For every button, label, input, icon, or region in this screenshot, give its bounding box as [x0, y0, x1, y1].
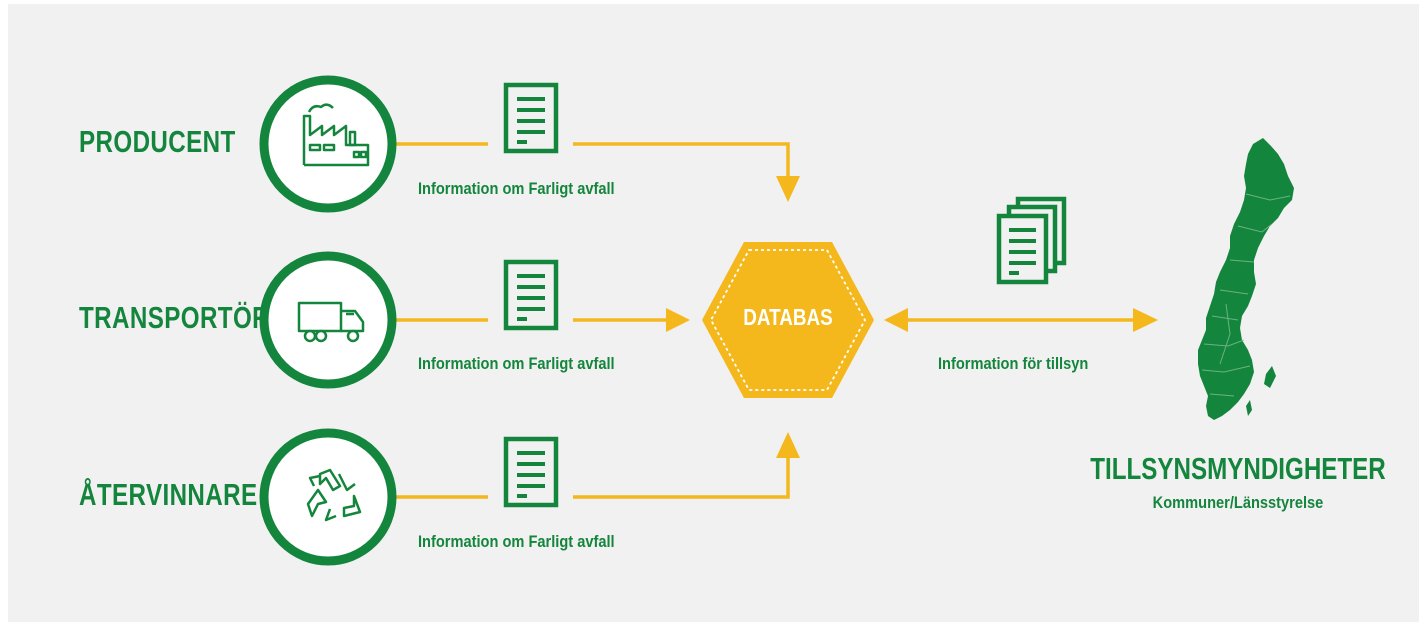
actor-label-atervinnare: ÅTERVINNARE	[79, 477, 258, 512]
exchange-label: Information för tillsyn	[938, 354, 1089, 373]
document-icon-transportor	[506, 262, 556, 328]
document-icon-producent	[506, 85, 556, 151]
diagram-canvas	[259, 75, 1294, 566]
document-stack-icon	[996, 196, 1067, 285]
document-icon-atervinnare	[506, 439, 556, 505]
recycle-icon	[306, 468, 362, 522]
connector-atervinnare-right	[573, 458, 790, 499]
document-icons	[506, 85, 556, 505]
actor-label-transportor: TRANSPORTÖR	[79, 300, 271, 335]
database-hexagon	[702, 242, 874, 398]
arrowhead-left	[884, 308, 908, 332]
transportor-circle	[259, 251, 397, 389]
arrowhead-right	[666, 308, 690, 332]
info-label-producent: Information om Farligt avfall	[418, 179, 615, 198]
info-label-transportor: Information om Farligt avfall	[418, 354, 615, 373]
authority-title: TILLSYNSMYNDIGHETER	[1090, 451, 1386, 486]
flow-diagram: PRODUCENT TRANSPORTÖR ÅTERVINNARE Inform…	[8, 4, 1419, 622]
arrowheads	[666, 176, 1158, 458]
factory-icon	[302, 103, 370, 167]
authority-subtitle: Kommuner/Länsstyrelse	[1152, 493, 1324, 512]
info-label-atervinnare: Information om Farligt avfall	[418, 532, 615, 551]
connector-producent-right	[573, 142, 790, 176]
actor-circles	[259, 75, 397, 566]
sweden-map-icon	[1198, 138, 1294, 420]
truck-icon	[297, 301, 365, 343]
actor-label-producent: PRODUCENT	[79, 124, 236, 159]
arrowhead-down	[776, 176, 800, 202]
arrowhead-up	[776, 432, 800, 458]
database-label: DATABAS	[743, 304, 833, 330]
atervinnare-circle	[259, 428, 397, 566]
arrowhead-exchange-right	[1133, 308, 1158, 332]
connectors	[395, 142, 1133, 499]
